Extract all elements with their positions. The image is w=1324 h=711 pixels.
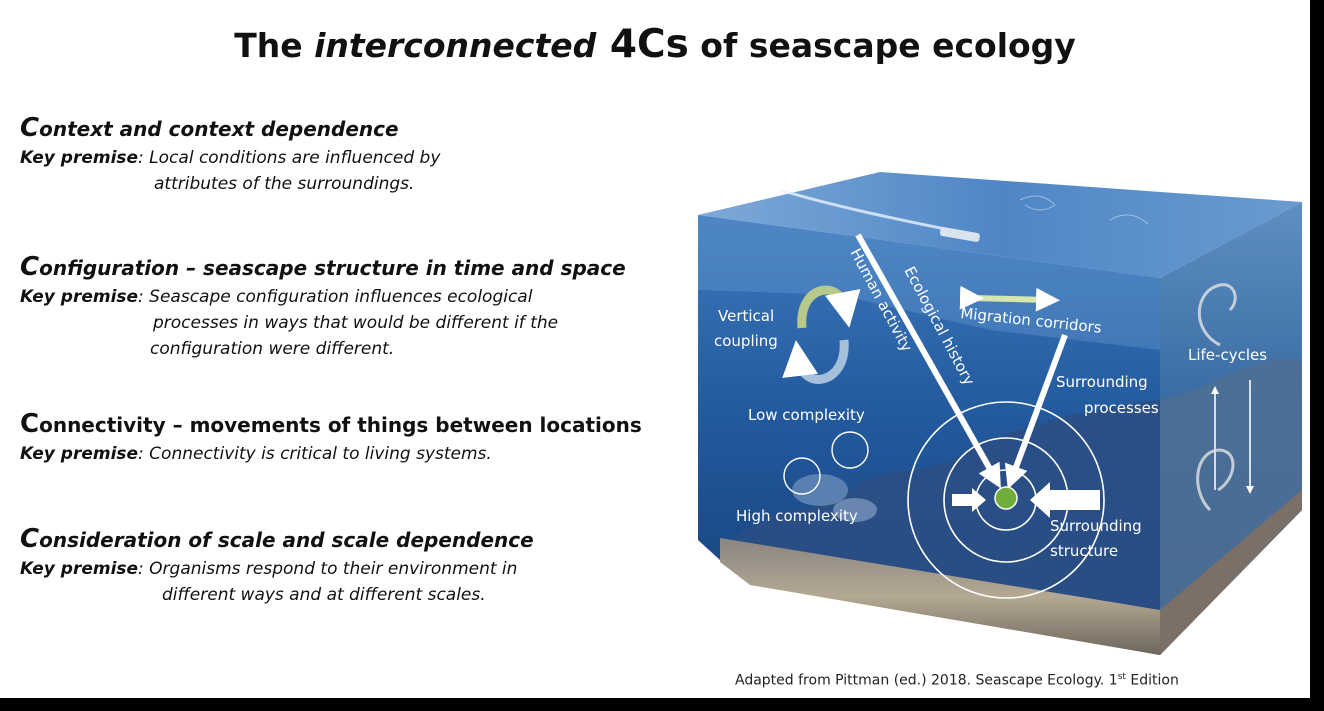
human-activity-arrow	[855, 233, 1001, 489]
title-italic-word: interconnected	[314, 26, 597, 65]
premise-line: : Connectivity is critical to living sys…	[138, 444, 492, 464]
concept-context: Context and context dependence Key premi…	[20, 113, 440, 197]
heading-text: onnectivity – movements of things betwee…	[39, 413, 642, 437]
complexity-circle	[831, 431, 869, 469]
migration-arrow	[959, 285, 1060, 312]
premise-line: processes in ways that would be differen…	[153, 313, 559, 333]
key-premise: Key premise: Organisms respond to their …	[20, 556, 534, 608]
label-life-cycles: Life-cycles	[1188, 346, 1267, 364]
sediment-layer	[720, 538, 1160, 655]
heading-initial: C	[20, 409, 40, 439]
key-premise: Key premise: Seascape configuration infl…	[20, 284, 626, 362]
credit-superscript: st	[1117, 672, 1126, 682]
concept-heading: Consideration of scale and scale depende…	[20, 524, 534, 554]
key-premise: Key premise: Local conditions are influe…	[20, 145, 440, 197]
credit-text: Adapted from Pittman (ed.) 2018. Seascap…	[735, 672, 1118, 689]
seascape-block-diagram: Vertical coupling Human activity Ecologi…	[698, 172, 1302, 655]
vertical-coupling-arrow-down	[797, 285, 861, 329]
concept-heading: Connectivity – movements of things betwe…	[20, 409, 642, 439]
structure-arrow-large	[1030, 482, 1100, 518]
boat-wake	[779, 188, 961, 234]
surrounding-processes-arrow	[1004, 333, 1068, 490]
title-4cs: 4Cs	[596, 22, 689, 67]
focal-site-dot	[994, 486, 1018, 510]
heading-initial: C	[20, 252, 40, 282]
slide-title: The interconnected 4Cs of seascape ecolo…	[0, 22, 1310, 67]
concept-configuration: Configuration – seascape structure in ti…	[20, 252, 626, 362]
sea-surface	[698, 172, 1302, 278]
premise-label: Key premise	[20, 559, 139, 579]
concept-connectivity: Connectivity – movements of things betwe…	[20, 409, 642, 467]
life-cycle-loop	[1197, 283, 1237, 347]
boat-icon	[939, 227, 980, 242]
concept-heading: Configuration – seascape structure in ti…	[20, 252, 626, 282]
title-part-1: The	[234, 26, 315, 65]
label-surrounding-structure: Surrounding	[1050, 517, 1142, 535]
label-low-complexity: Low complexity	[748, 406, 865, 424]
premise-line: attributes of the surroundings.	[154, 174, 415, 194]
vertical-coupling-arrow-up	[782, 339, 849, 384]
label-vertical-coupling-2: coupling	[714, 332, 778, 350]
premise-line: : Local conditions are influenced by	[138, 148, 441, 168]
heading-text: ontext and context dependence	[39, 117, 399, 141]
concept-heading: Context and context dependence	[20, 113, 440, 143]
heading-initial: C	[20, 524, 40, 554]
premise-label: Key premise	[20, 148, 139, 168]
label-high-complexity: High complexity	[736, 507, 858, 525]
title-part-2: of seascape ecology	[688, 26, 1076, 65]
premise-line: : Seascape configuration influences ecol…	[138, 287, 533, 307]
source-credit: Adapted from Pittman (ed.) 2018. Seascap…	[735, 672, 1179, 689]
label-surrounding-structure-2: structure	[1050, 542, 1118, 560]
premise-label: Key premise	[20, 444, 139, 464]
premise-line: different ways and at different scales.	[162, 585, 486, 605]
life-cycle-loop	[1196, 448, 1235, 512]
structure-arrow-small	[952, 488, 986, 512]
complexity-circle	[783, 457, 821, 495]
scale-circle	[907, 401, 1105, 599]
slide: The interconnected 4Cs of seascape ecolo…	[0, 0, 1310, 698]
premise-label: Key premise	[20, 287, 139, 307]
heading-text: onfiguration – seascape structure in tim…	[39, 256, 626, 280]
heading-text: onsideration of scale and scale dependen…	[39, 528, 534, 552]
label-vertical-coupling: Vertical	[718, 307, 774, 325]
label-surrounding-processes: Surrounding	[1056, 373, 1148, 391]
heading-initial: C	[20, 113, 40, 143]
credit-edition: Edition	[1125, 672, 1179, 689]
premise-line: configuration were different.	[150, 339, 395, 359]
key-premise: Key premise: Connectivity is critical to…	[20, 441, 642, 467]
premise-line: : Organisms respond to their environment…	[138, 559, 518, 579]
label-surrounding-processes-2: processes	[1084, 399, 1159, 417]
concept-scale: Consideration of scale and scale depende…	[20, 524, 534, 608]
